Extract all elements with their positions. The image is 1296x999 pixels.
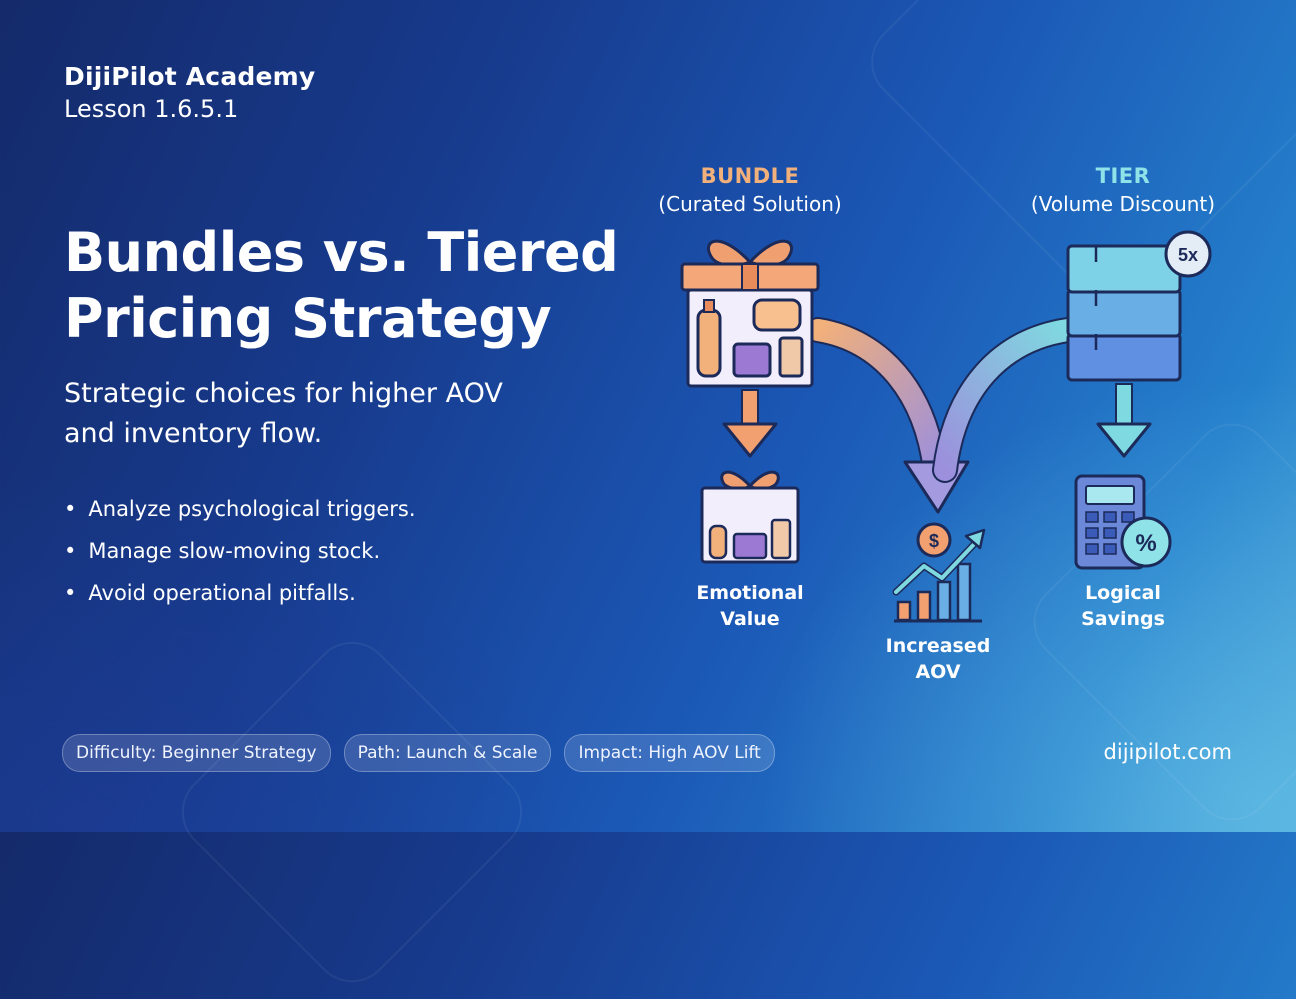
strategy-diagram: 5x % $: [680, 230, 1212, 623]
bundle-header: BUNDLE (Curated Solution): [640, 164, 860, 216]
badge-text: 5x: [1178, 245, 1198, 265]
growth-chart-icon: $: [892, 522, 986, 623]
quantity-badge: 5x: [1164, 230, 1212, 278]
down-arrow-icon: [722, 389, 778, 458]
subtitle-line: Strategic choices for higher AOV: [64, 378, 503, 409]
calculator-icon: %: [1074, 474, 1172, 570]
gift-box-icon: [680, 239, 820, 388]
outcome-line: Logical: [1085, 582, 1161, 604]
tag-difficulty: Difficulty: Beginner Strategy: [62, 734, 331, 772]
tag-path: Path: Launch & Scale: [343, 734, 552, 772]
stacked-boxes-icon: [1066, 244, 1182, 382]
outcome-line: Increased: [885, 635, 991, 657]
small-gift-icon: [700, 470, 800, 564]
outcome-line: Savings: [1081, 608, 1165, 630]
outcome-line: AOV: [915, 661, 961, 683]
outcome-logical-savings: Logical Savings: [1033, 580, 1213, 632]
svg-text:$: $: [929, 531, 939, 551]
tier-label: TIER: [1095, 164, 1151, 188]
tag-row: Difficulty: Beginner Strategy Path: Laun…: [62, 734, 775, 772]
tier-to-aov-arrow: [932, 317, 1081, 483]
page-title: Bundles vs. Tiered Pricing Strategy: [64, 220, 624, 352]
outcome-emotional-value: Emotional Value: [660, 580, 840, 632]
outcome-line: Value: [720, 608, 780, 630]
website-link[interactable]: dijipilot.com: [1103, 740, 1232, 764]
list-item: Manage slow-moving stock.: [64, 530, 416, 572]
subtitle: Strategic choices for higher AOV and inv…: [64, 374, 584, 454]
title-line: Bundles vs. Tiered: [64, 221, 619, 284]
title-line: Pricing Strategy: [64, 287, 552, 350]
tier-header: TIER (Volume Discount): [1013, 164, 1233, 216]
subtitle-line: and inventory flow.: [64, 418, 323, 449]
bundle-sublabel: (Curated Solution): [658, 192, 842, 216]
outcome-increased-aov: Increased AOV: [848, 633, 1028, 685]
down-arrow-icon: [1096, 383, 1152, 458]
list-item: Avoid operational pitfalls.: [64, 572, 416, 614]
list-item: Analyze psychological triggers.: [64, 488, 415, 530]
tag-impact: Impact: High AOV Lift: [564, 734, 775, 772]
lesson-number: Lesson 1.6.5.1: [64, 95, 239, 123]
outcome-line: Emotional: [696, 582, 804, 604]
bullet-list: Analyze psychological triggers. Manage s…: [64, 488, 416, 614]
brand-name: DijiPilot Academy: [64, 62, 316, 91]
tier-sublabel: (Volume Discount): [1030, 192, 1216, 216]
bundle-label: BUNDLE: [700, 164, 800, 188]
svg-text:%: %: [1135, 530, 1156, 557]
brand-block: DijiPilot Academy Lesson 1.6.5.1: [64, 62, 315, 123]
